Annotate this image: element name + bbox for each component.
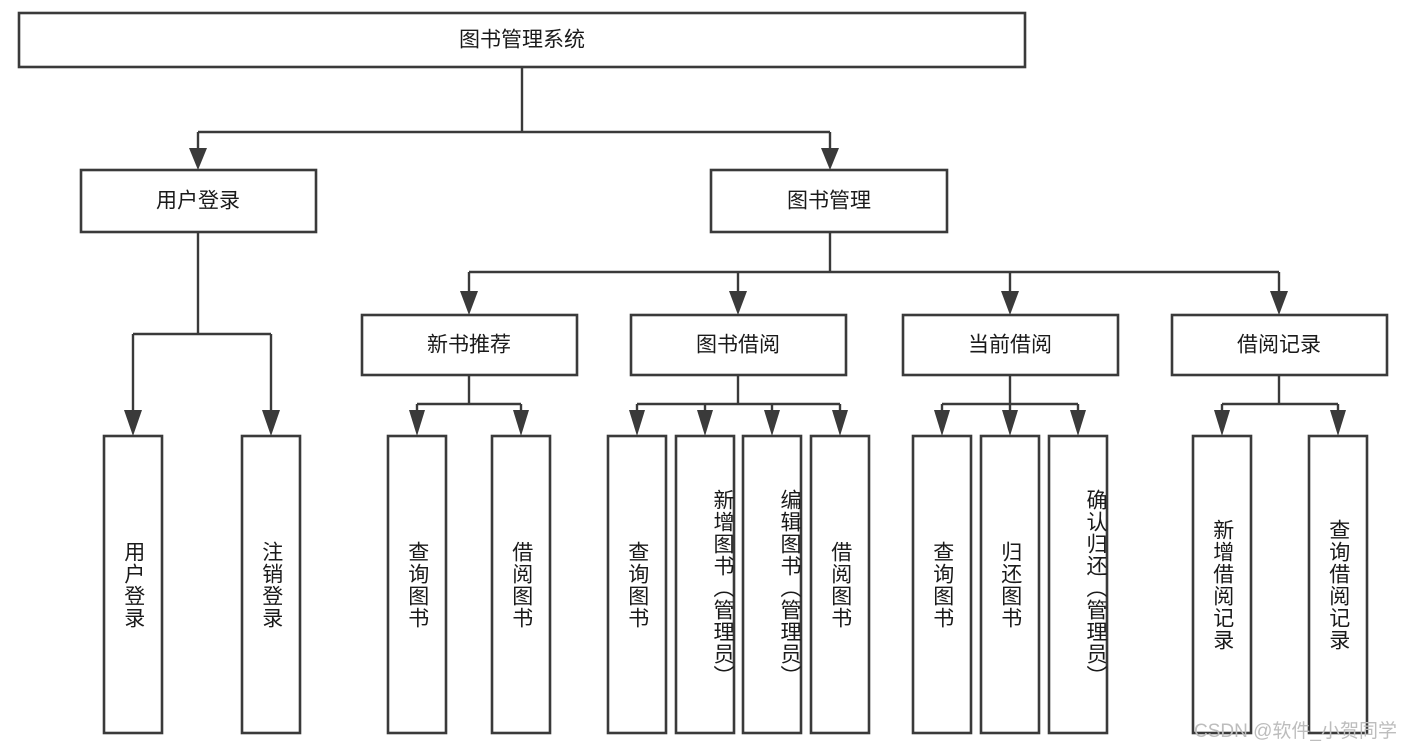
arrowhead-leaf-user-login [124,410,142,436]
node-leaf-return-book-box[interactable] [979,434,1041,735]
arrowhead-leaf-user-logout [262,410,280,436]
node-current-borrow[interactable]: 当前借阅 [901,313,1120,377]
node-user-login[interactable]: 用户登录 [79,168,318,234]
arrowhead-leaf-add-book [697,410,713,436]
node-leaf-borrow-book-1-box[interactable] [490,434,552,735]
node-borrow-record[interactable]: 借阅记录 [1170,313,1389,377]
node-book-management[interactable]: 图书管理 [709,168,949,234]
arrowhead-book-management [821,148,839,170]
node-leaf-query-book-3-box[interactable] [911,434,973,735]
node-new-book-recommend-label: 新书推荐 [427,334,511,357]
node-leaf-add-record-box[interactable] [1191,434,1253,735]
connector-group-borrow-record [1214,375,1346,436]
node-root-label: 图书管理系统 [459,29,585,52]
node-user-login-label: 用户登录 [156,190,240,213]
node-new-book-recommend-box[interactable] [360,313,579,377]
node-book-borrow-label: 图书借阅 [696,334,780,357]
node-borrow-record-label: 借阅记录 [1237,334,1321,357]
node-root[interactable]: 图书管理系统 [17,11,1027,69]
arrowhead-leaf-return-book [1002,410,1018,436]
arrowhead-leaf-query-record [1330,410,1346,436]
connector-group-current-borrow [934,375,1086,436]
node-book-borrow-box[interactable] [629,313,848,377]
arrowhead-current-borrow [1001,291,1019,315]
connector-group-book-management [460,232,1288,315]
leaf-boxes [102,434,1369,735]
node-leaf-query-record-box[interactable] [1307,434,1369,735]
connector-group-user-login [124,232,280,436]
node-leaf-add-book-box[interactable] [674,434,736,735]
arrowhead-leaf-borrow-book-2 [832,410,848,436]
node-leaf-borrow-book-2-box[interactable] [809,434,871,735]
node-new-book-recommend[interactable]: 新书推荐 [360,313,579,377]
arrowhead-leaf-add-record [1214,410,1230,436]
node-user-login-box[interactable] [79,168,318,234]
node-leaf-query-book-2-box[interactable] [606,434,668,735]
arrowhead-book-borrow [729,291,747,315]
connector-group-root [189,67,839,170]
connector-group-book-borrow [629,375,848,436]
connector-group-new-book-recommend [409,375,529,436]
node-root-box[interactable] [17,11,1027,69]
watermark-text: CSDN @软件_小贺同学 [1194,721,1397,742]
arrowhead-borrow-record [1270,291,1288,315]
node-leaf-query-book-1-box[interactable] [386,434,448,735]
node-leaf-edit-book-box[interactable] [741,434,803,735]
node-book-borrow[interactable]: 图书借阅 [629,313,848,377]
arrowhead-leaf-query-book-3 [934,410,950,436]
node-current-borrow-box[interactable] [901,313,1120,377]
node-leaf-user-logout-box[interactable] [240,434,302,735]
node-book-management-label: 图书管理 [787,190,871,213]
arrowhead-new-book-recommend [460,291,478,315]
arrowhead-user-login [189,148,207,170]
arrowhead-leaf-borrow-book-1 [513,410,529,436]
arrowhead-leaf-confirm-return [1070,410,1086,436]
node-book-management-box[interactable] [709,168,949,234]
arrowhead-leaf-query-book-2 [629,410,645,436]
node-leaf-user-login-box[interactable] [102,434,164,735]
arrowhead-leaf-edit-book [764,410,780,436]
node-borrow-record-box[interactable] [1170,313,1389,377]
arrowhead-leaf-query-book-1 [409,410,425,436]
node-leaf-confirm-return-box[interactable] [1047,434,1109,735]
node-current-borrow-label: 当前借阅 [968,334,1052,357]
